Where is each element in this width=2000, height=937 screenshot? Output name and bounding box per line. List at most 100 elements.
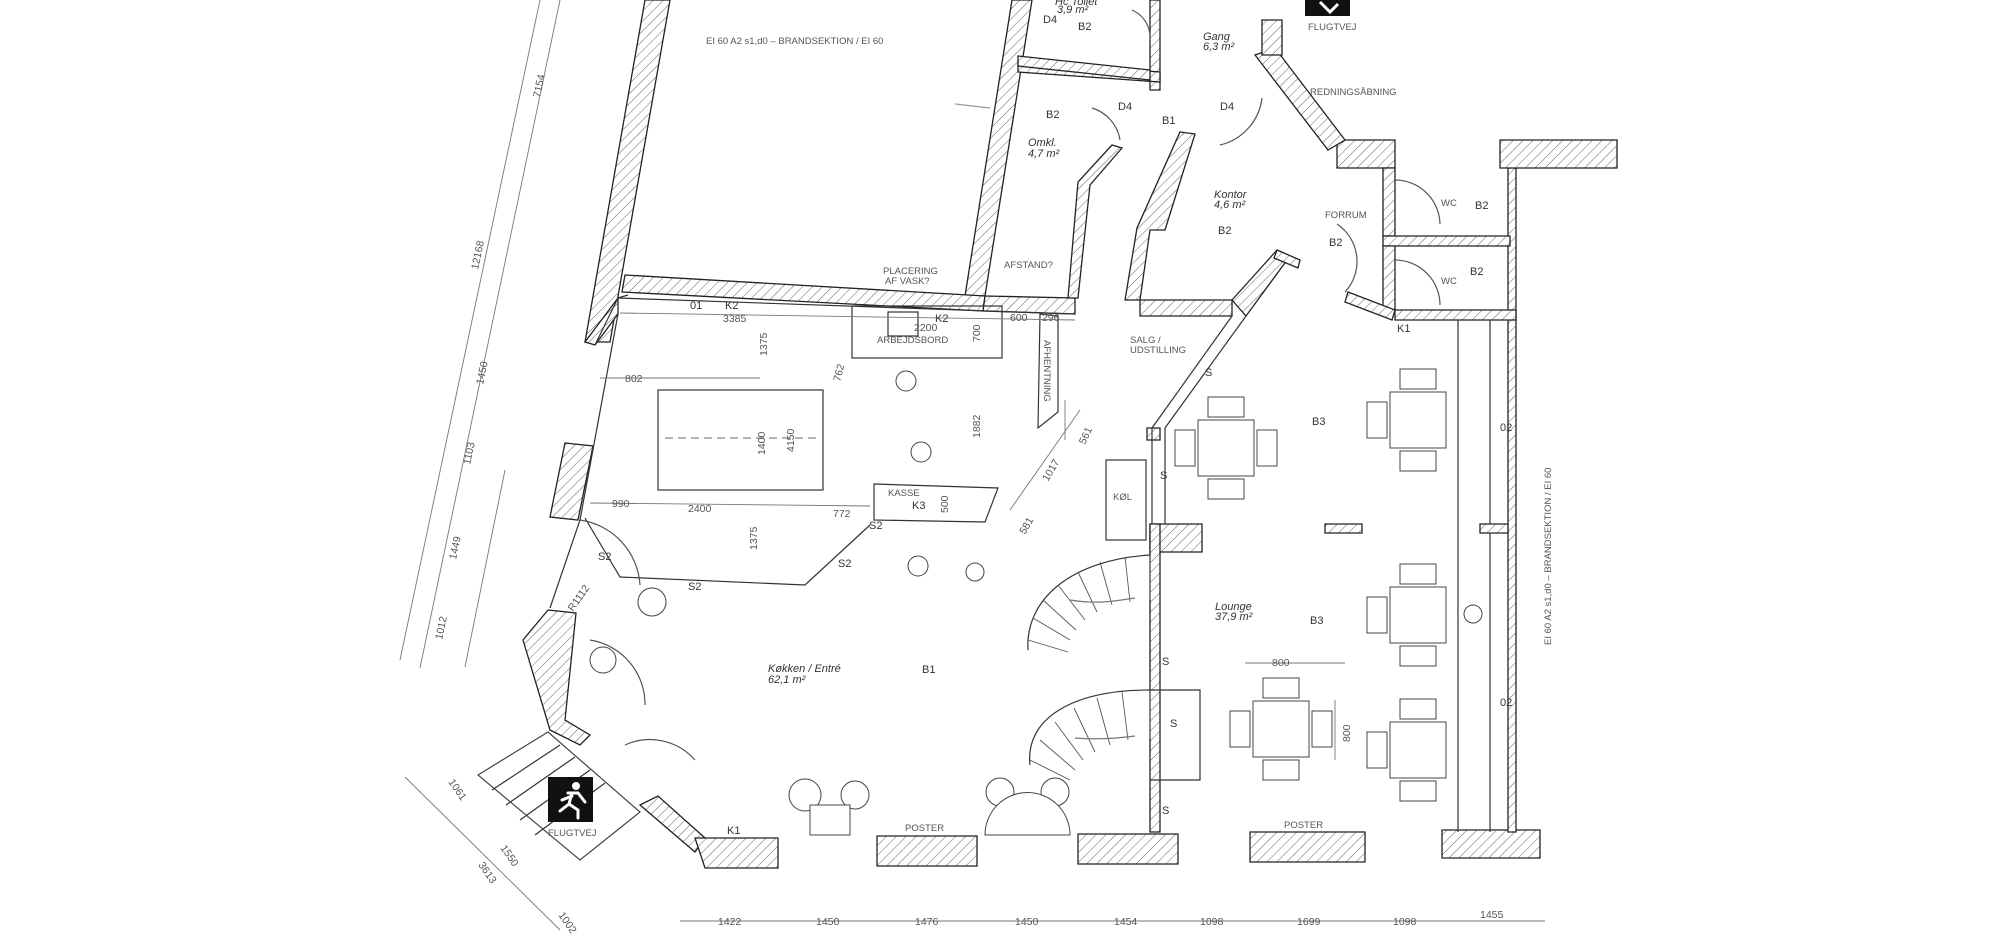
table-set-1 [1174,396,1278,500]
note-placering: PLACERING [883,266,938,277]
dim-762: 762 [831,363,847,383]
room-gang-area: 6,3 m² [1203,41,1235,53]
room-lounge-code: B3 [1310,615,1323,627]
dim-800-a: 800 [1272,657,1290,669]
dimensions-interior: 3385 2200 600 296 1375 700 802 762 1400 … [566,312,1353,742]
room-omkl-code: B2 [1046,109,1059,121]
code-02-a: 02 [1500,422,1512,434]
room-kontor-area: 4,6 m² [1214,199,1246,211]
room-kontor-name: Kontor [1214,189,1248,201]
dim-left-3: 1450 [474,360,491,385]
code-s2-3: S2 [838,558,851,570]
room-wc1-name: WC [1441,198,1457,209]
dimension-lines [399,0,1545,931]
dim-3385: 3385 [723,313,747,325]
code-d4-a: D4 [1043,14,1057,26]
code-s-3: S [1162,656,1169,668]
emergency-exit-icon-top [1305,0,1350,16]
dim-1017: 1017 [1040,457,1062,483]
code-s-1: S [1205,367,1212,379]
furniture [589,368,1483,836]
emergency-exit-icon [548,777,593,822]
code-k1-top: K1 [1397,323,1410,335]
code-s-5: S [1162,805,1169,817]
note-afhentning: AFHENTNING [1041,340,1052,402]
note-fire-right: EI 60 A2 s1,d0 – BRANDSEKTION / EI 60 [1543,468,1554,645]
code-01: 01 [690,300,702,312]
dim-500: 500 [939,495,951,513]
dim-r1112: R1112 [566,583,593,614]
note-kasse: KASSE [888,488,920,499]
dim-bottom-6: 1098 [1200,916,1224,928]
dim-bl-3: 3613 [476,860,499,886]
table-set-4 [1229,677,1333,781]
note-af-vask: AF VASK? [885,276,930,287]
room-wc2-code: B2 [1470,266,1483,278]
room-omkl-area: 4,7 m² [1028,148,1060,160]
note-fire-top: EI 60 A2 s1,d0 – BRANDSEKTION / EI 60 [706,36,883,47]
code-s2-2: S2 [688,581,701,593]
dim-left-5: 1449 [447,535,464,560]
walls [522,0,1618,869]
dim-772: 772 [833,508,851,520]
code-s2-1: S2 [598,551,611,563]
dim-bottom-4: 1450 [1015,916,1039,928]
dim-581: 581 [1017,515,1036,536]
dim-left-4: 1103 [461,441,477,466]
room-kokken-code: B1 [922,664,935,676]
room-wc-toilet-name: Hc Toilet [1055,0,1098,8]
note-afstand: AFSTAND? [1004,260,1053,271]
room-salg-code: B3 [1312,416,1325,428]
plan-notes: EI 60 A2 s1,d0 – BRANDSEKTION / EI 60 EI… [548,22,1554,839]
note-kol: KØL [1113,492,1132,503]
code-k3: K3 [912,500,925,512]
dim-bottom-5: 1454 [1114,916,1138,928]
dim-600: 600 [1010,312,1028,324]
room-gang-name: Gang [1203,31,1231,43]
note-poster-1: POSTER [905,823,944,834]
dim-bottom-8: 1098 [1393,916,1417,928]
element-codes: D4 D4 D4 K1 K1 K2 K2 K3 01 02 02 S S S S… [598,14,1512,837]
room-forrum-name: FORRUM [1325,210,1367,221]
code-k1-bottom: K1 [727,825,740,837]
code-02-b: 02 [1500,697,1512,709]
note-flugtvej-top: FLUGTVEJ [1308,22,1357,33]
code-k2-a: K2 [725,300,738,312]
note-salg: SALG / [1130,335,1161,346]
room-kokken-area: 62,1 m² [768,674,806,686]
code-s2-4: S2 [869,520,882,532]
room-kokken-name: Køkken / Entré [768,663,841,675]
table-set-2 [1366,368,1447,472]
dim-bottom-9: 1455 [1480,909,1504,921]
dim-1375-a: 1375 [758,332,770,356]
room-wc1-code: B2 [1475,200,1488,212]
room-omkl-name: Omkl. [1028,137,1057,149]
room-wc-toilet-code: B2 [1078,21,1091,33]
room-forrum-code: B2 [1329,237,1342,249]
dim-1400: 1400 [756,431,768,455]
dim-296: 296 [1042,312,1060,324]
note-redning: REDNINGSÅBNING [1310,87,1397,98]
room-gang-code: B1 [1162,115,1175,127]
code-s-2: S [1160,470,1167,482]
dim-2400: 2400 [688,503,712,515]
dim-bottom-3: 1476 [915,916,939,928]
code-d4-c: D4 [1220,101,1234,113]
room-wc-toilet-area: 3,9 m² [1057,4,1089,16]
dimensions-bottom: 1422 1450 1476 1450 1454 1098 1699 1098 … [718,909,1504,928]
code-d4-b: D4 [1118,101,1132,113]
dim-700: 700 [971,324,983,342]
room-wc2-name: WC [1441,276,1457,287]
note-arbejdsbord: ARBEJDSBORD [877,335,948,346]
dim-802: 802 [625,373,643,385]
table-set-3 [1366,563,1447,667]
dim-left-6: 1012 [433,615,450,640]
dim-bl-1: 1061 [446,777,469,803]
dim-1375-b: 1375 [748,526,760,550]
dim-bottom-2: 1450 [816,916,840,928]
dim-1882: 1882 [971,414,983,438]
note-flugtvej-bottom: FLUGTVEJ [548,828,597,839]
dim-bl-4: 1002 [556,910,579,936]
dim-4150: 4150 [785,428,797,452]
